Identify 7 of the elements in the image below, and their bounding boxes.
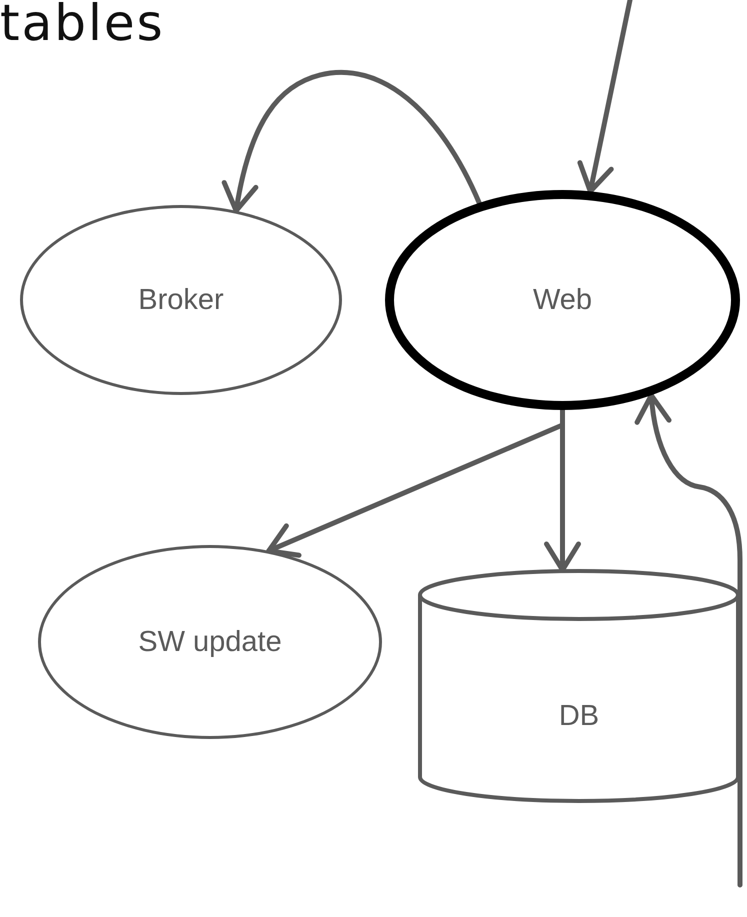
node-label: DB: [558, 700, 600, 732]
node-label: Web: [532, 284, 592, 316]
heading-text: tables: [0, 0, 165, 52]
node-label: Broker: [138, 284, 224, 316]
arrow: [222, 70, 482, 214]
node-label: SW update: [138, 626, 282, 658]
arrow: [635, 392, 742, 888]
